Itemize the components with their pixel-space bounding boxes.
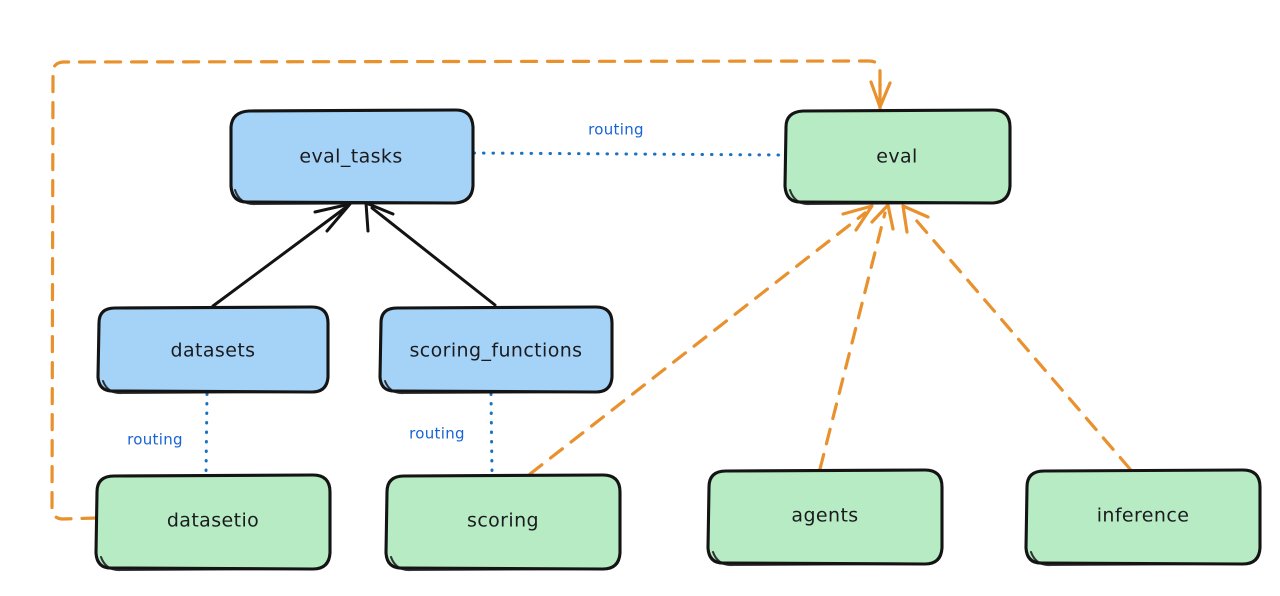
node-label-scoring: scoring: [467, 510, 539, 532]
arrowhead-icon: [841, 204, 874, 232]
node-agents[interactable]: agents: [706, 468, 944, 567]
node-label-agents: agents: [791, 505, 858, 527]
edge-label-routing-eval-tasks-eval: routing: [588, 121, 644, 139]
edge-scoring-to-eval: [528, 204, 874, 476]
node-datasets[interactable]: datasets: [96, 305, 330, 395]
edge-label-routing-datasets-datasetio: routing: [127, 431, 183, 449]
node-eval[interactable]: eval: [783, 108, 1012, 206]
edge-inference-to-eval: [901, 204, 1132, 471]
arrowhead-icon: [901, 204, 930, 234]
node-label-datasets: datasets: [171, 340, 256, 362]
edge-datasets-to-eval-tasks: [211, 202, 352, 308]
node-scoring[interactable]: scoring: [384, 473, 622, 572]
edge-label-routing-scoring-functions-scoring: routing: [409, 425, 465, 443]
node-inference[interactable]: inference: [1024, 468, 1262, 567]
edge-datasetio-to-eval: [50, 59, 892, 521]
node-label-inference: inference: [1097, 505, 1190, 527]
edge-scoring-functions-to-eval-tasks: [364, 201, 497, 307]
node-datasetio[interactable]: datasetio: [94, 473, 332, 572]
node-label-datasetio: datasetio: [167, 510, 259, 532]
edge-label-layer: routing routing routing: [127, 121, 644, 449]
arrowhead-icon: [870, 203, 895, 231]
edge-agents-to-eval: [818, 203, 895, 471]
edge-datasets-to-datasetio: [204, 392, 209, 475]
edge-layer: [50, 59, 1132, 521]
arrowhead-icon: [364, 201, 395, 233]
node-label-eval: eval: [876, 146, 917, 168]
edge-eval-tasks-to-eval: [472, 151, 786, 157]
node-eval-tasks[interactable]: eval_tasks: [229, 108, 475, 206]
node-label-scoring-functions: scoring_functions: [410, 340, 583, 362]
node-scoring-functions[interactable]: scoring_functions: [378, 305, 614, 395]
edge-scoring-functions-to-scoring: [489, 392, 494, 475]
node-label-eval-tasks: eval_tasks: [299, 146, 402, 168]
